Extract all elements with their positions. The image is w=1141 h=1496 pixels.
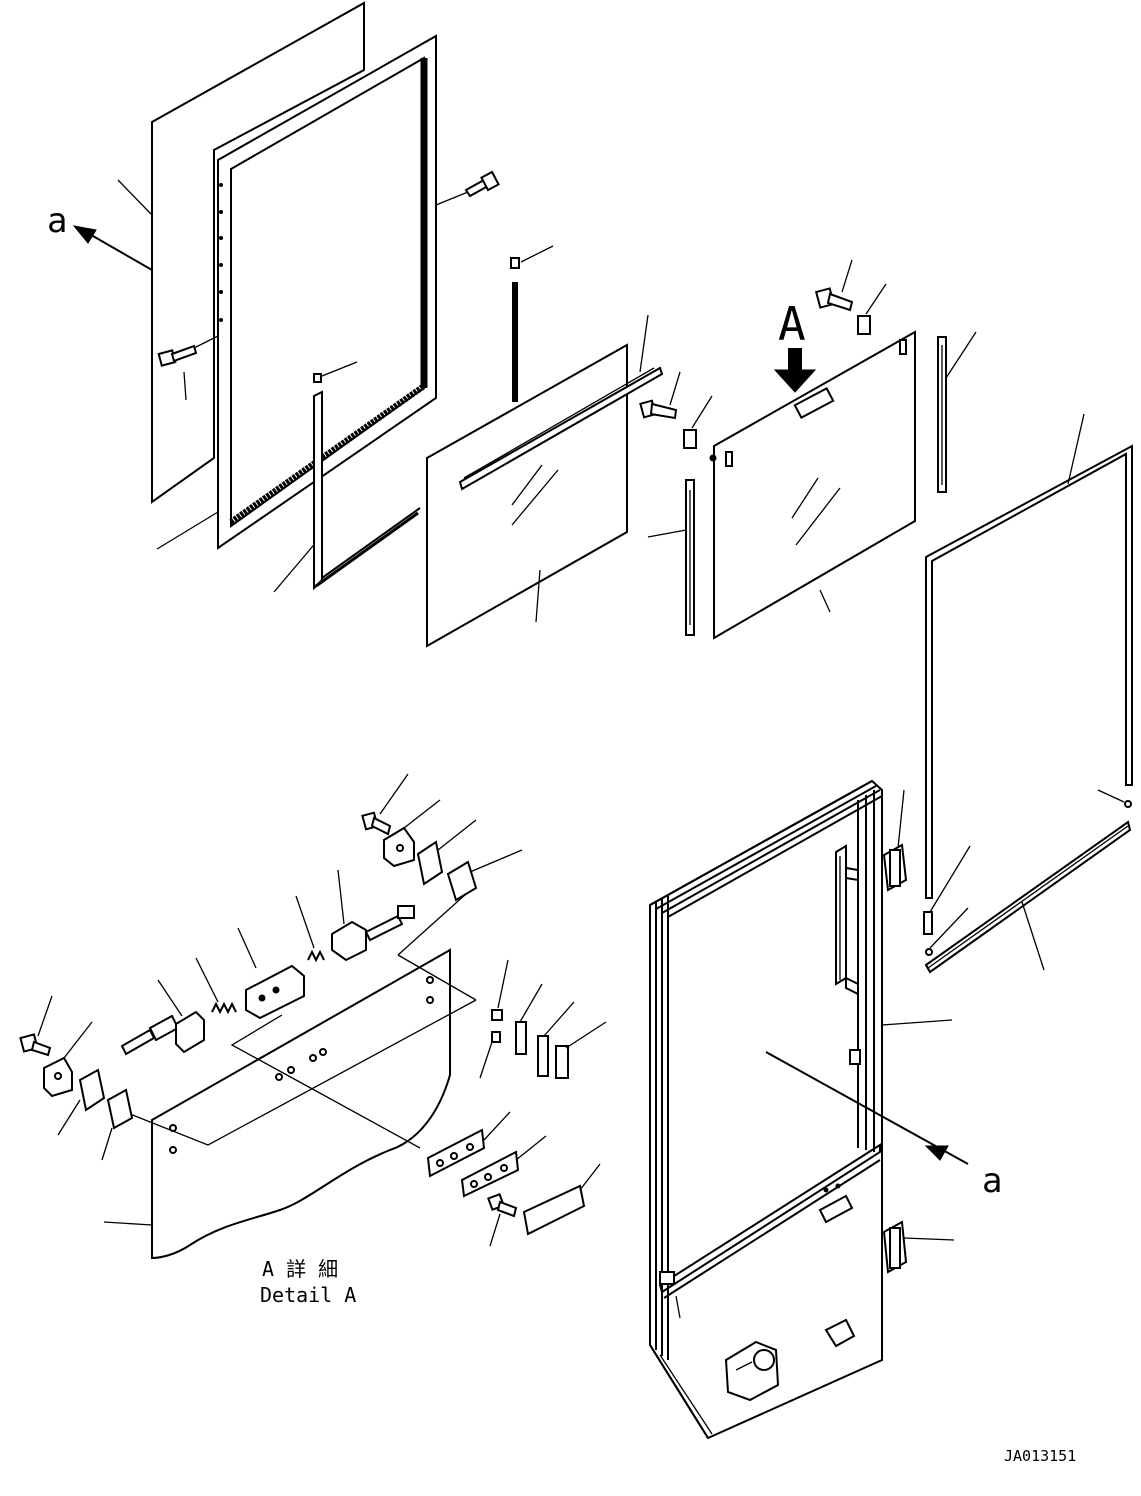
glass-frame <box>217 34 437 550</box>
drawing-number: JA013151 <box>1004 1447 1076 1465</box>
detail-a-cover <box>555 1021 607 1079</box>
detail-a-strip <box>515 983 543 1055</box>
right-seal-frame <box>925 413 1133 899</box>
detail-marker-label: A <box>778 297 806 351</box>
detail-title-en: Detail A <box>260 1283 356 1307</box>
detail-a-nut <box>491 959 509 1021</box>
detail-a-spring <box>195 957 237 1015</box>
detail-a-nut <box>479 1031 501 1079</box>
detail-a-pad <box>416 819 477 886</box>
spacer-block <box>857 283 887 335</box>
detail-a-plate <box>460 1135 547 1198</box>
detail-a-pad <box>57 1068 106 1136</box>
detail-a-bolt <box>361 773 409 836</box>
detail-a-panel <box>103 948 451 1260</box>
view-label-a: a <box>982 1161 1002 1201</box>
detail-a-bracket <box>43 1021 93 1098</box>
detail-a-pin <box>120 1014 180 1056</box>
vertical-rod <box>510 245 554 402</box>
outer-glass-pane <box>151 1 365 504</box>
detail-a-cover <box>522 1163 601 1236</box>
cab-door: a <box>649 779 1002 1440</box>
door-hinge-lower <box>882 1220 908 1274</box>
seal-strip <box>313 373 421 591</box>
detail-a-lock-block <box>237 927 305 1020</box>
guide-rail <box>647 479 695 636</box>
leader-lines-top-left <box>117 179 469 593</box>
lower-sliding-glass <box>426 314 664 648</box>
detail-a-bolt <box>487 1193 518 1247</box>
door-lock-mechanism <box>724 1183 856 1402</box>
right-bottom-seal <box>923 820 1132 974</box>
bolt-icon <box>639 371 681 420</box>
detail-a-bolt <box>19 995 53 1057</box>
frame-rivet-dots <box>219 183 223 322</box>
bolt-icon <box>464 170 500 198</box>
view-arrow-a-top: a <box>47 201 153 271</box>
bolt-icon <box>814 259 854 312</box>
detail-a-plate <box>426 1111 511 1178</box>
door-handle <box>835 844 859 996</box>
detail-a-pad <box>101 1088 134 1161</box>
detail-a-marker: A <box>773 297 817 393</box>
view-label-a: a <box>47 201 67 241</box>
bolt-icon <box>157 344 198 367</box>
guide-rail <box>937 331 977 493</box>
detail-a-pad <box>446 849 523 902</box>
spacer-block <box>683 395 713 449</box>
detail-a-strip <box>537 1001 575 1077</box>
detail-a-latch <box>157 979 205 1054</box>
detail-a-spring <box>295 895 325 963</box>
upper-glass-pane <box>709 330 916 640</box>
detail-a-catch <box>331 869 415 962</box>
detail-title-jp: A 詳 細 <box>262 1257 338 1281</box>
detail-a-bracket <box>383 799 441 868</box>
door-hinge-upper <box>882 843 908 892</box>
